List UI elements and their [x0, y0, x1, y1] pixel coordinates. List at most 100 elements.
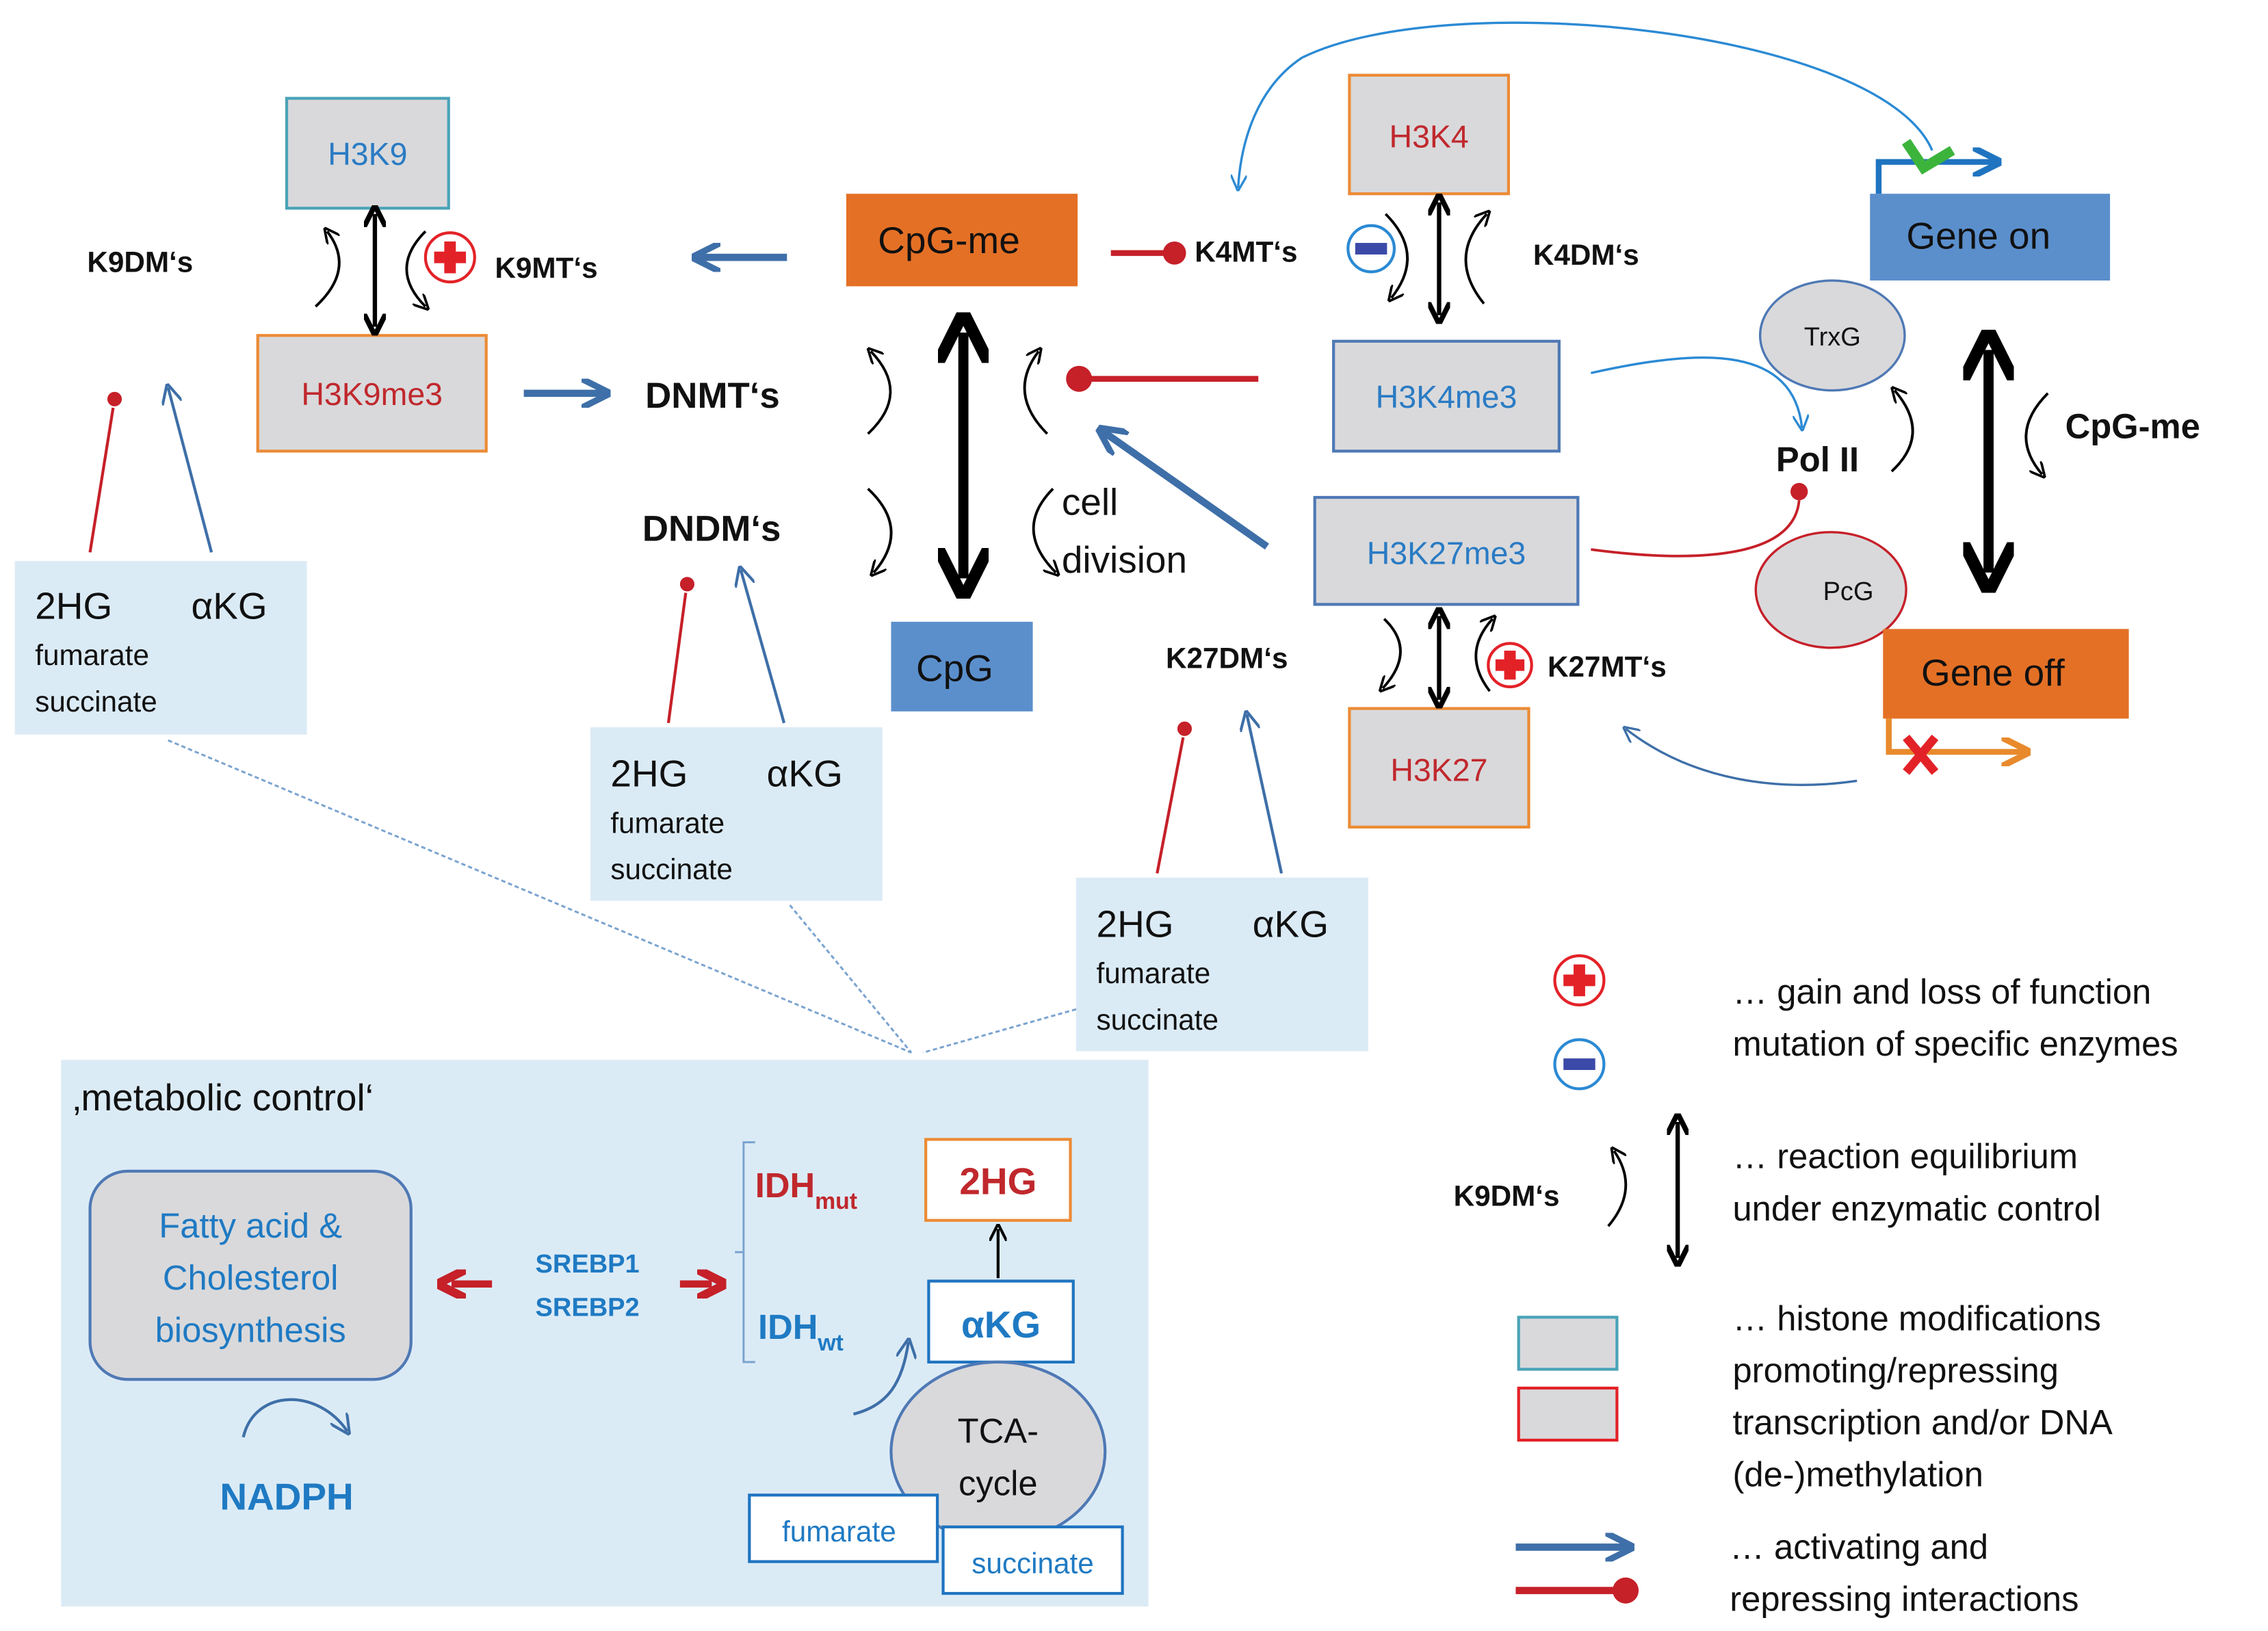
repressing-line: [88, 407, 115, 553]
legend-equil-text-1: … reaction equilibrium: [1732, 1137, 2078, 1176]
metabolite-succinate: succinate: [35, 686, 157, 718]
metabolite-fumarate: fumarate: [1097, 957, 1211, 989]
k9mt-label: K9MT‘s: [495, 252, 597, 284]
transcription-start-arrow: [1875, 162, 1996, 194]
k9dm-label: K9DM‘s: [87, 246, 193, 278]
fumarate-node: fumarate: [748, 1493, 939, 1563]
legend-histone-text-2: promoting/repressing: [1732, 1351, 2058, 1389]
metabolite-fumarate: fumarate: [35, 639, 149, 671]
repressing-end-dot: [679, 577, 695, 592]
metabolite-2hg: 2HG: [610, 753, 688, 795]
gain-of-function-icon: [423, 231, 476, 284]
k9mt-curved-arrow: [405, 230, 425, 306]
k4mt-curved-arrow: [1384, 213, 1409, 298]
trxg-label: TrxG: [1804, 323, 1861, 352]
repressing-end-dot: [1162, 241, 1186, 265]
connector-line: [168, 739, 912, 1054]
fumarate-label: fumarate: [782, 1515, 896, 1548]
legend-mutation-text-2: mutation of specific enzymes: [1732, 1024, 2178, 1063]
metabolite-fumarate: fumarate: [610, 807, 725, 839]
legend-histone-text-4: (de-)methylation: [1732, 1455, 1983, 1494]
cpg-node: CpG: [891, 621, 1033, 712]
activating-arrow: [1247, 714, 1283, 874]
gene-on-node: Gene on: [1870, 194, 2111, 281]
h3k4-node: H3K4: [1348, 73, 1511, 196]
metabolite-akg: αKG: [1253, 903, 1329, 945]
tca-to-idh-arrow: [852, 1342, 908, 1416]
blocked-transcription-arrow: [1886, 718, 2025, 752]
metabolite-succinate: succinate: [1097, 1004, 1219, 1036]
metabolite-box: 2HG αKG fumarate succinate: [590, 727, 883, 901]
division-label: division: [1062, 538, 1187, 581]
h3k27-node: H3K27: [1348, 707, 1530, 829]
trxg-node: TrxG: [1758, 279, 1906, 392]
legend-repressing-dot: [1613, 1577, 1639, 1604]
dnmt-right-curved-arrow: [1023, 352, 1049, 435]
metabolite-box: 2HG αKG fumarate succinate: [14, 561, 307, 735]
h3k4me3-node: H3K4me3: [1332, 339, 1561, 453]
cell-label: cell: [1062, 480, 1118, 523]
legend-repressing-box: [1517, 1386, 1619, 1442]
nadph-label: NADPH: [220, 1475, 353, 1517]
gain-of-function-icon: [1487, 642, 1533, 689]
cell-division-curved-arrow: [1032, 488, 1056, 573]
succinate-node: succinate: [941, 1525, 1124, 1595]
succinate-label: succinate: [972, 1547, 1094, 1579]
2hg-node: 2HG: [924, 1138, 1072, 1222]
legend-gain-icon: [1553, 954, 1606, 1006]
gene-on-label: Gene on: [1906, 215, 2050, 257]
idh-wt-label: IDHwt: [758, 1307, 844, 1356]
repressing-end-dot: [1790, 482, 1808, 501]
fatty-acid-label-2: Cholesterol: [163, 1258, 339, 1297]
metabolic-control-panel: ‚metabolic control‘ Fatty acid & Cholest…: [61, 1060, 1149, 1607]
connector-line: [922, 1008, 1077, 1054]
dnmt-label: DNMT‘s: [645, 376, 780, 416]
connector-line: [789, 904, 913, 1054]
k4mt-label: K4MT‘s: [1195, 236, 1297, 268]
tca-label-1: TCA-: [958, 1411, 1039, 1450]
repressing-end-dot: [1066, 365, 1093, 392]
legend-histone-text-3: transcription and/or DNA: [1732, 1403, 2113, 1442]
pcg-label: PcG: [1823, 577, 1874, 606]
gene-off-h3k27-arrow: [1626, 729, 1858, 786]
activating-arrow: [1102, 431, 1269, 550]
legend: … gain and loss of function mutation of …: [1454, 954, 2178, 1618]
legend-promoting-box: [1517, 1316, 1619, 1371]
activating-arrow: [741, 570, 786, 724]
h3k4me3-pol2-arrow: [1590, 356, 1802, 428]
trxg-curved-arrow: [1892, 391, 1914, 473]
dndm-label: DNDM‘s: [642, 508, 781, 549]
h3k9-label: H3K9: [328, 136, 407, 172]
metabolite-akg: αKG: [767, 753, 843, 795]
h3k27-label: H3K27: [1390, 752, 1487, 787]
k4dm-label: K4DM‘s: [1533, 239, 1639, 271]
k4dm-curved-arrow: [1464, 214, 1487, 305]
repressing-line: [666, 592, 688, 724]
srebp2-label: SREBP2: [536, 1293, 640, 1322]
legend-inter-text-1: … activating and: [1730, 1527, 1988, 1566]
tca-label-2: cycle: [959, 1463, 1038, 1502]
checkmark-icon: [1901, 139, 1955, 175]
dnmt-curved-arrow: [868, 352, 892, 435]
cpg-me-curved-arrow: [2024, 392, 2049, 474]
h3k9me3-label: H3K9me3: [301, 376, 443, 412]
h3k4-label: H3K4: [1390, 119, 1469, 155]
2hg-label: 2HG: [959, 1160, 1037, 1203]
h3k4me3-label: H3K4me3: [1376, 379, 1517, 415]
idh-bracket: [735, 1141, 755, 1363]
cpg-me-node: CpG-me: [846, 194, 1078, 287]
metabolite-succinate: succinate: [610, 853, 733, 885]
metabolite-2hg: 2HG: [1097, 903, 1174, 945]
legend-k9dm-label: K9DM‘s: [1454, 1180, 1560, 1212]
legend-curved-arrow: [1607, 1151, 1628, 1227]
cpg-me-label: CpG-me: [878, 219, 1020, 261]
pol2-label: Pol II: [1776, 440, 1859, 479]
k27dm-label: K27DM‘s: [1166, 642, 1288, 674]
repressing-end-dot: [1177, 721, 1192, 736]
repressing-line: [1156, 737, 1185, 874]
k27dm-curved-arrow: [1383, 618, 1402, 688]
loss-of-function-icon: [1346, 224, 1396, 274]
h3k27me3-pol2-repression: [1591, 500, 1801, 558]
blocked-x-icon: [1903, 734, 1939, 775]
